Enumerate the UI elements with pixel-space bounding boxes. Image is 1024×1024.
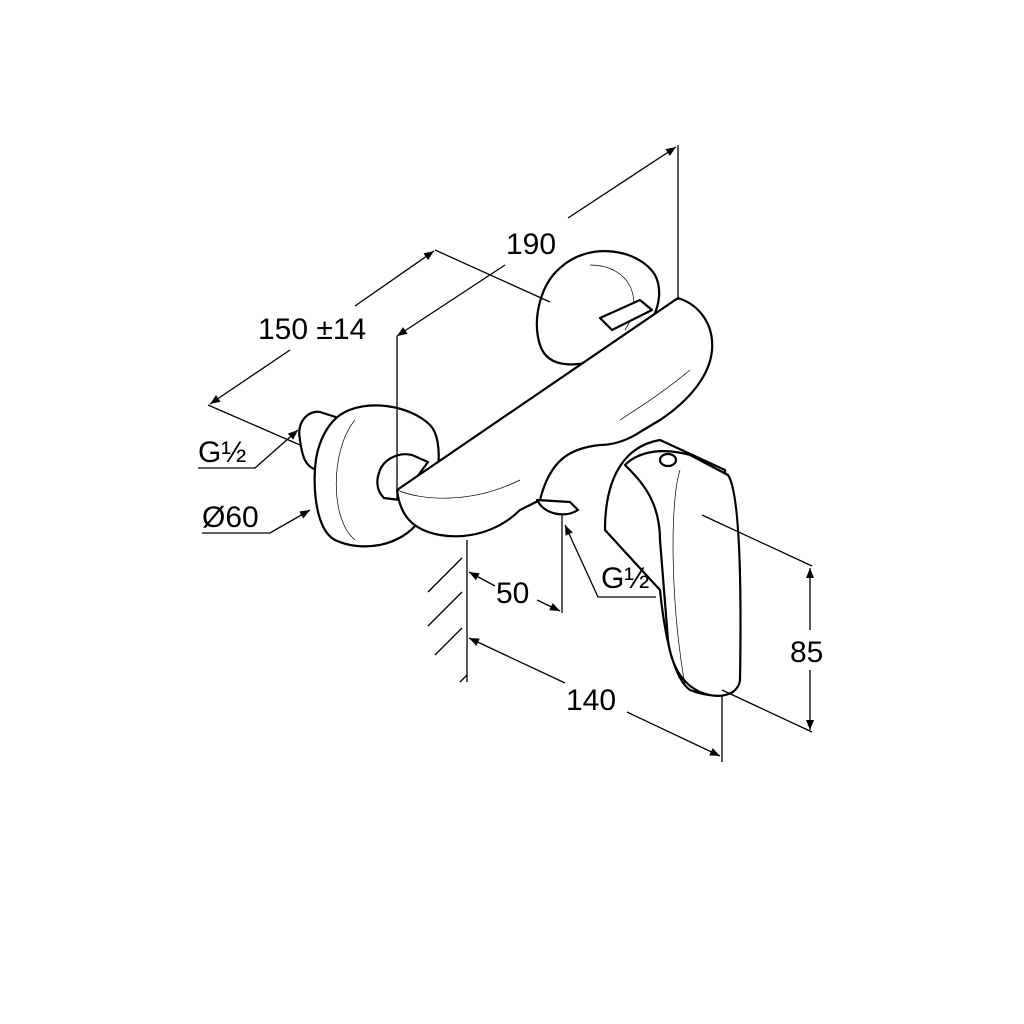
dimension-190: 190 [396, 145, 679, 500]
inlet-thread-label: G½ [198, 436, 246, 469]
dimension-label-85: 85 [790, 636, 823, 669]
wall-hatching [427, 540, 468, 683]
dimension-50: 50 [468, 515, 563, 613]
dimension-85: 85 [701, 514, 823, 733]
lever-handle [603, 438, 742, 697]
inlet-thread-callout: G½ [198, 429, 299, 469]
outlet-thread-label: G½ [601, 562, 649, 595]
dimension-label-190: 190 [506, 228, 556, 261]
mixer-body [395, 296, 714, 538]
dimension-140: 140 [468, 637, 723, 762]
outlet-thread-callout: G½ [564, 524, 656, 598]
rosette-diameter-callout: Ø60 [202, 501, 311, 534]
dimension-150: 150 ±14 [207, 249, 551, 446]
dimension-label-50: 50 [496, 577, 529, 610]
dimension-label-150: 150 ±14 [258, 313, 366, 346]
dimension-label-140: 140 [566, 684, 616, 717]
rosette-diameter-label: Ø60 [202, 501, 259, 534]
